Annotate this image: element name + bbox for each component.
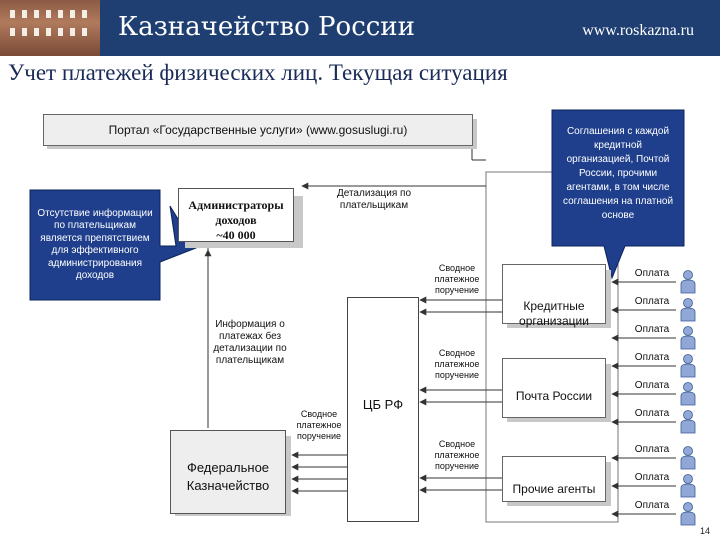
- header-url[interactable]: www.roskazna.ru: [582, 22, 694, 39]
- treasury-label-2: Казначейство: [186, 478, 270, 493]
- admins-box: [178, 188, 294, 242]
- left-callout-line-5: администрирования: [47, 258, 143, 269]
- payment-label: Оплата: [634, 500, 670, 511]
- admins-label-2: доходов: [215, 213, 257, 227]
- right-callout-shape: [551, 109, 685, 280]
- summary-label-line: поручение: [435, 370, 479, 380]
- info-label-4: плательщикам: [215, 355, 285, 366]
- left-callout-line-4: для эффективного: [51, 245, 139, 256]
- person-icon: [680, 354, 696, 378]
- post-box: [502, 358, 606, 418]
- header-title: Казначейство России: [118, 12, 415, 42]
- credit-label-2: организации: [519, 314, 589, 328]
- person-icon: [680, 326, 696, 350]
- post-label: Почта России: [515, 389, 593, 403]
- page-number: 14: [699, 526, 710, 536]
- payment-label: Оплата: [634, 380, 670, 391]
- treasury-box: [170, 430, 286, 514]
- payment-arrows: [611, 278, 676, 518]
- summary-label-line: Сводное: [438, 439, 476, 449]
- summary-label-line: поручение: [435, 461, 479, 471]
- admins-label-1: Администраторы: [188, 198, 284, 212]
- left-callout-line-6: доходов: [75, 270, 115, 281]
- person-icon: [680, 270, 696, 294]
- portal-label: Портал «Государственные услуги» (www.gos…: [108, 123, 408, 137]
- admins-label-3: ~40 000: [216, 228, 256, 242]
- treasury-label-1: Федеральное: [186, 460, 270, 475]
- summary-label-line: Сводное: [438, 348, 476, 358]
- credit-label-1: Кредитные: [523, 299, 585, 313]
- person-icon: [680, 410, 696, 434]
- summary-label-line: Сводное: [438, 263, 476, 273]
- header-bar: Казначейство России www.roskazna.ru: [0, 0, 720, 56]
- right-callout-line-7: основе: [601, 210, 635, 221]
- person-icon: [680, 474, 696, 498]
- summary-label-line: платежное: [434, 359, 480, 369]
- credit-box: [502, 264, 606, 324]
- detail-label-2: плательщикам: [339, 200, 409, 211]
- cbr-box: [347, 297, 419, 522]
- payment-label: Оплата: [634, 268, 670, 279]
- payment-label: Оплата: [634, 444, 670, 455]
- summary-label-line: поручение: [435, 285, 479, 295]
- building-photo: [0, 0, 100, 56]
- payment-label: Оплата: [634, 472, 670, 483]
- summary-label-line: поручение: [297, 431, 341, 441]
- right-callout-line-3: организацией, Почтой: [566, 154, 670, 165]
- cbr-label: ЦБ РФ: [362, 397, 404, 412]
- slide-title: Учет платежей физических лиц. Текущая си…: [8, 60, 508, 85]
- right-callout-line-4: России, прочими: [578, 168, 658, 179]
- person-icon: [680, 446, 696, 470]
- person-icon: [680, 298, 696, 322]
- left-callout-line-3: является препятствием: [40, 233, 150, 244]
- right-callout-line-6: соглашения на платной: [562, 196, 674, 207]
- right-callout-line-5: агентами, в том числе: [566, 182, 670, 193]
- payment-label: Оплата: [634, 296, 670, 307]
- right-callout-line-1: Соглашения с каждой: [566, 126, 670, 137]
- info-label-1: Информация о: [215, 319, 285, 330]
- payment-label: Оплата: [634, 352, 670, 363]
- person-icon: [680, 382, 696, 406]
- other-label: Прочие агенты: [512, 482, 596, 496]
- left-callout-line-2: по плательщикам: [54, 220, 136, 231]
- info-label-3: детализации по: [213, 343, 287, 354]
- left-callout-line-1: Отсутствие информации: [37, 208, 153, 219]
- right-callout-line-2: кредитной: [594, 140, 642, 151]
- portal-box: [43, 114, 473, 146]
- summary-label-line: платежное: [296, 420, 342, 430]
- payment-label: Оплата: [634, 324, 670, 335]
- summary-label-line: платежное: [434, 450, 480, 460]
- other-box: [502, 456, 606, 502]
- summary-label-line: платежное: [434, 274, 480, 284]
- person-icon: [680, 502, 696, 526]
- detail-label-1: Детализация по: [336, 188, 412, 199]
- payment-label: Оплата: [634, 408, 670, 419]
- summary-label-line: Сводное: [300, 409, 338, 419]
- info-label-2: платежах без: [218, 331, 282, 342]
